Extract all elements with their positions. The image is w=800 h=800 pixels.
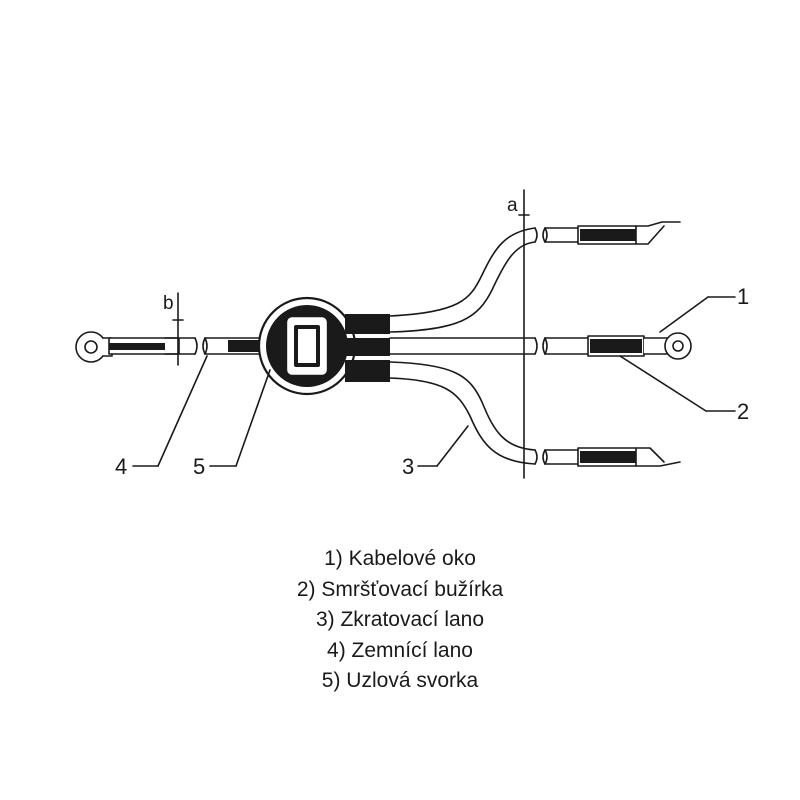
short-circuit-cable-bottom [389,361,536,465]
short-circuit-cable-middle [389,337,536,355]
left-cable-break [194,337,208,355]
terminal-top [544,221,681,245]
node-clamp [257,296,390,396]
legend-item-cable-lug: 1) Kabelové oko [324,547,476,570]
dimension-a-label: a [507,195,518,216]
leader-2 [619,355,736,412]
terminal-bottom [544,447,681,467]
dimension-b-label: b [163,293,174,314]
legend-item-node-clamp: 5) Uzlová svorka [321,669,479,692]
callout-4: 4 [115,454,127,479]
grounding-cable [204,337,263,355]
callout-5: 5 [193,454,205,479]
left-lug-barrel [108,337,196,355]
legend-item-grounding-cable: 4) Zemnící lano [327,638,473,662]
dimension-b [172,292,184,366]
leader-1 [659,296,736,333]
left-cable-lug [75,331,113,363]
callout-2: 2 [737,399,749,424]
terminal-middle [544,332,692,360]
right-cable-breaks [534,227,548,465]
legend: 1) Kabelové oko 2) Smršťovací bužírka 3)… [260,544,540,697]
leader-4 [132,355,208,467]
legend-item-short-circuit-cable: 3) Zkratovací lano [315,608,485,631]
short-circuit-cable-top [389,227,536,333]
callout-3: 3 [402,454,414,479]
leader-3 [417,425,469,467]
leader-5 [209,369,271,467]
callout-1: 1 [737,284,749,309]
legend-item-heat-shrink: 2) Smršťovací bužírka [296,577,504,601]
dimension-a [518,189,530,479]
